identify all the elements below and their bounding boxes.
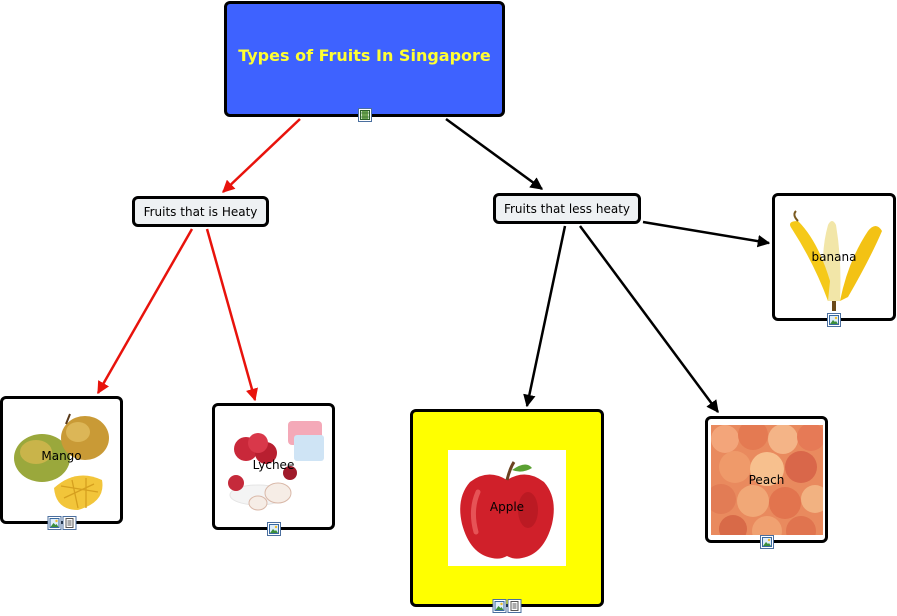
banana-image <box>790 210 882 311</box>
image-icon[interactable] <box>492 599 507 613</box>
link-less-to-banana <box>642 220 771 248</box>
mango-label: Mango <box>41 449 82 463</box>
document-icon[interactable] <box>507 599 522 613</box>
category-heaty-label: Fruits that is Heaty <box>143 204 258 219</box>
lychee-label: Lychee <box>252 458 295 472</box>
mango-image <box>13 413 109 510</box>
video-icon[interactable] <box>357 108 372 122</box>
link-title-to-less-heaty <box>445 117 544 191</box>
fruit-node-apple[interactable]: Apple <box>410 409 604 613</box>
title-text: Types of Fruits In Singapore <box>238 45 491 65</box>
lychee-image <box>227 420 324 510</box>
fruit-node-banana[interactable]: banana <box>772 193 896 327</box>
link-heaty-to-lychee <box>205 228 258 402</box>
image-icon[interactable] <box>827 313 841 327</box>
fruit-node-peach[interactable]: Peach <box>705 416 828 549</box>
fruit-node-mango[interactable]: Mango <box>0 396 123 530</box>
link-less-to-peach <box>578 225 720 414</box>
image-icon[interactable] <box>266 522 281 536</box>
document-icon[interactable] <box>62 516 76 530</box>
title-badges <box>357 108 372 122</box>
category-less-heaty-label: Fruits that less heaty <box>503 201 631 216</box>
title-node[interactable]: Types of Fruits In Singapore <box>224 1 505 122</box>
image-icon[interactable] <box>47 516 61 530</box>
link-title-to-heaty <box>222 118 301 193</box>
apple-image <box>448 450 566 566</box>
apple-label: Apple <box>489 500 525 514</box>
lychee-badges <box>266 522 281 536</box>
category-heaty[interactable]: Fruits that is Heaty <box>132 196 269 227</box>
link-less-to-apple <box>523 225 567 408</box>
apple-badges <box>492 599 522 613</box>
category-less-heaty[interactable]: Fruits that less heaty <box>493 193 641 224</box>
banana-label: banana <box>811 250 857 264</box>
banana-badges <box>827 313 841 327</box>
peach-image <box>710 424 823 535</box>
image-icon[interactable] <box>759 535 774 549</box>
link-heaty-to-mango <box>96 228 194 395</box>
mango-badges <box>47 516 76 530</box>
fruit-node-lychee[interactable]: Lychee <box>212 403 335 536</box>
peach-label: Peach <box>748 473 785 487</box>
peach-badges <box>759 535 774 549</box>
